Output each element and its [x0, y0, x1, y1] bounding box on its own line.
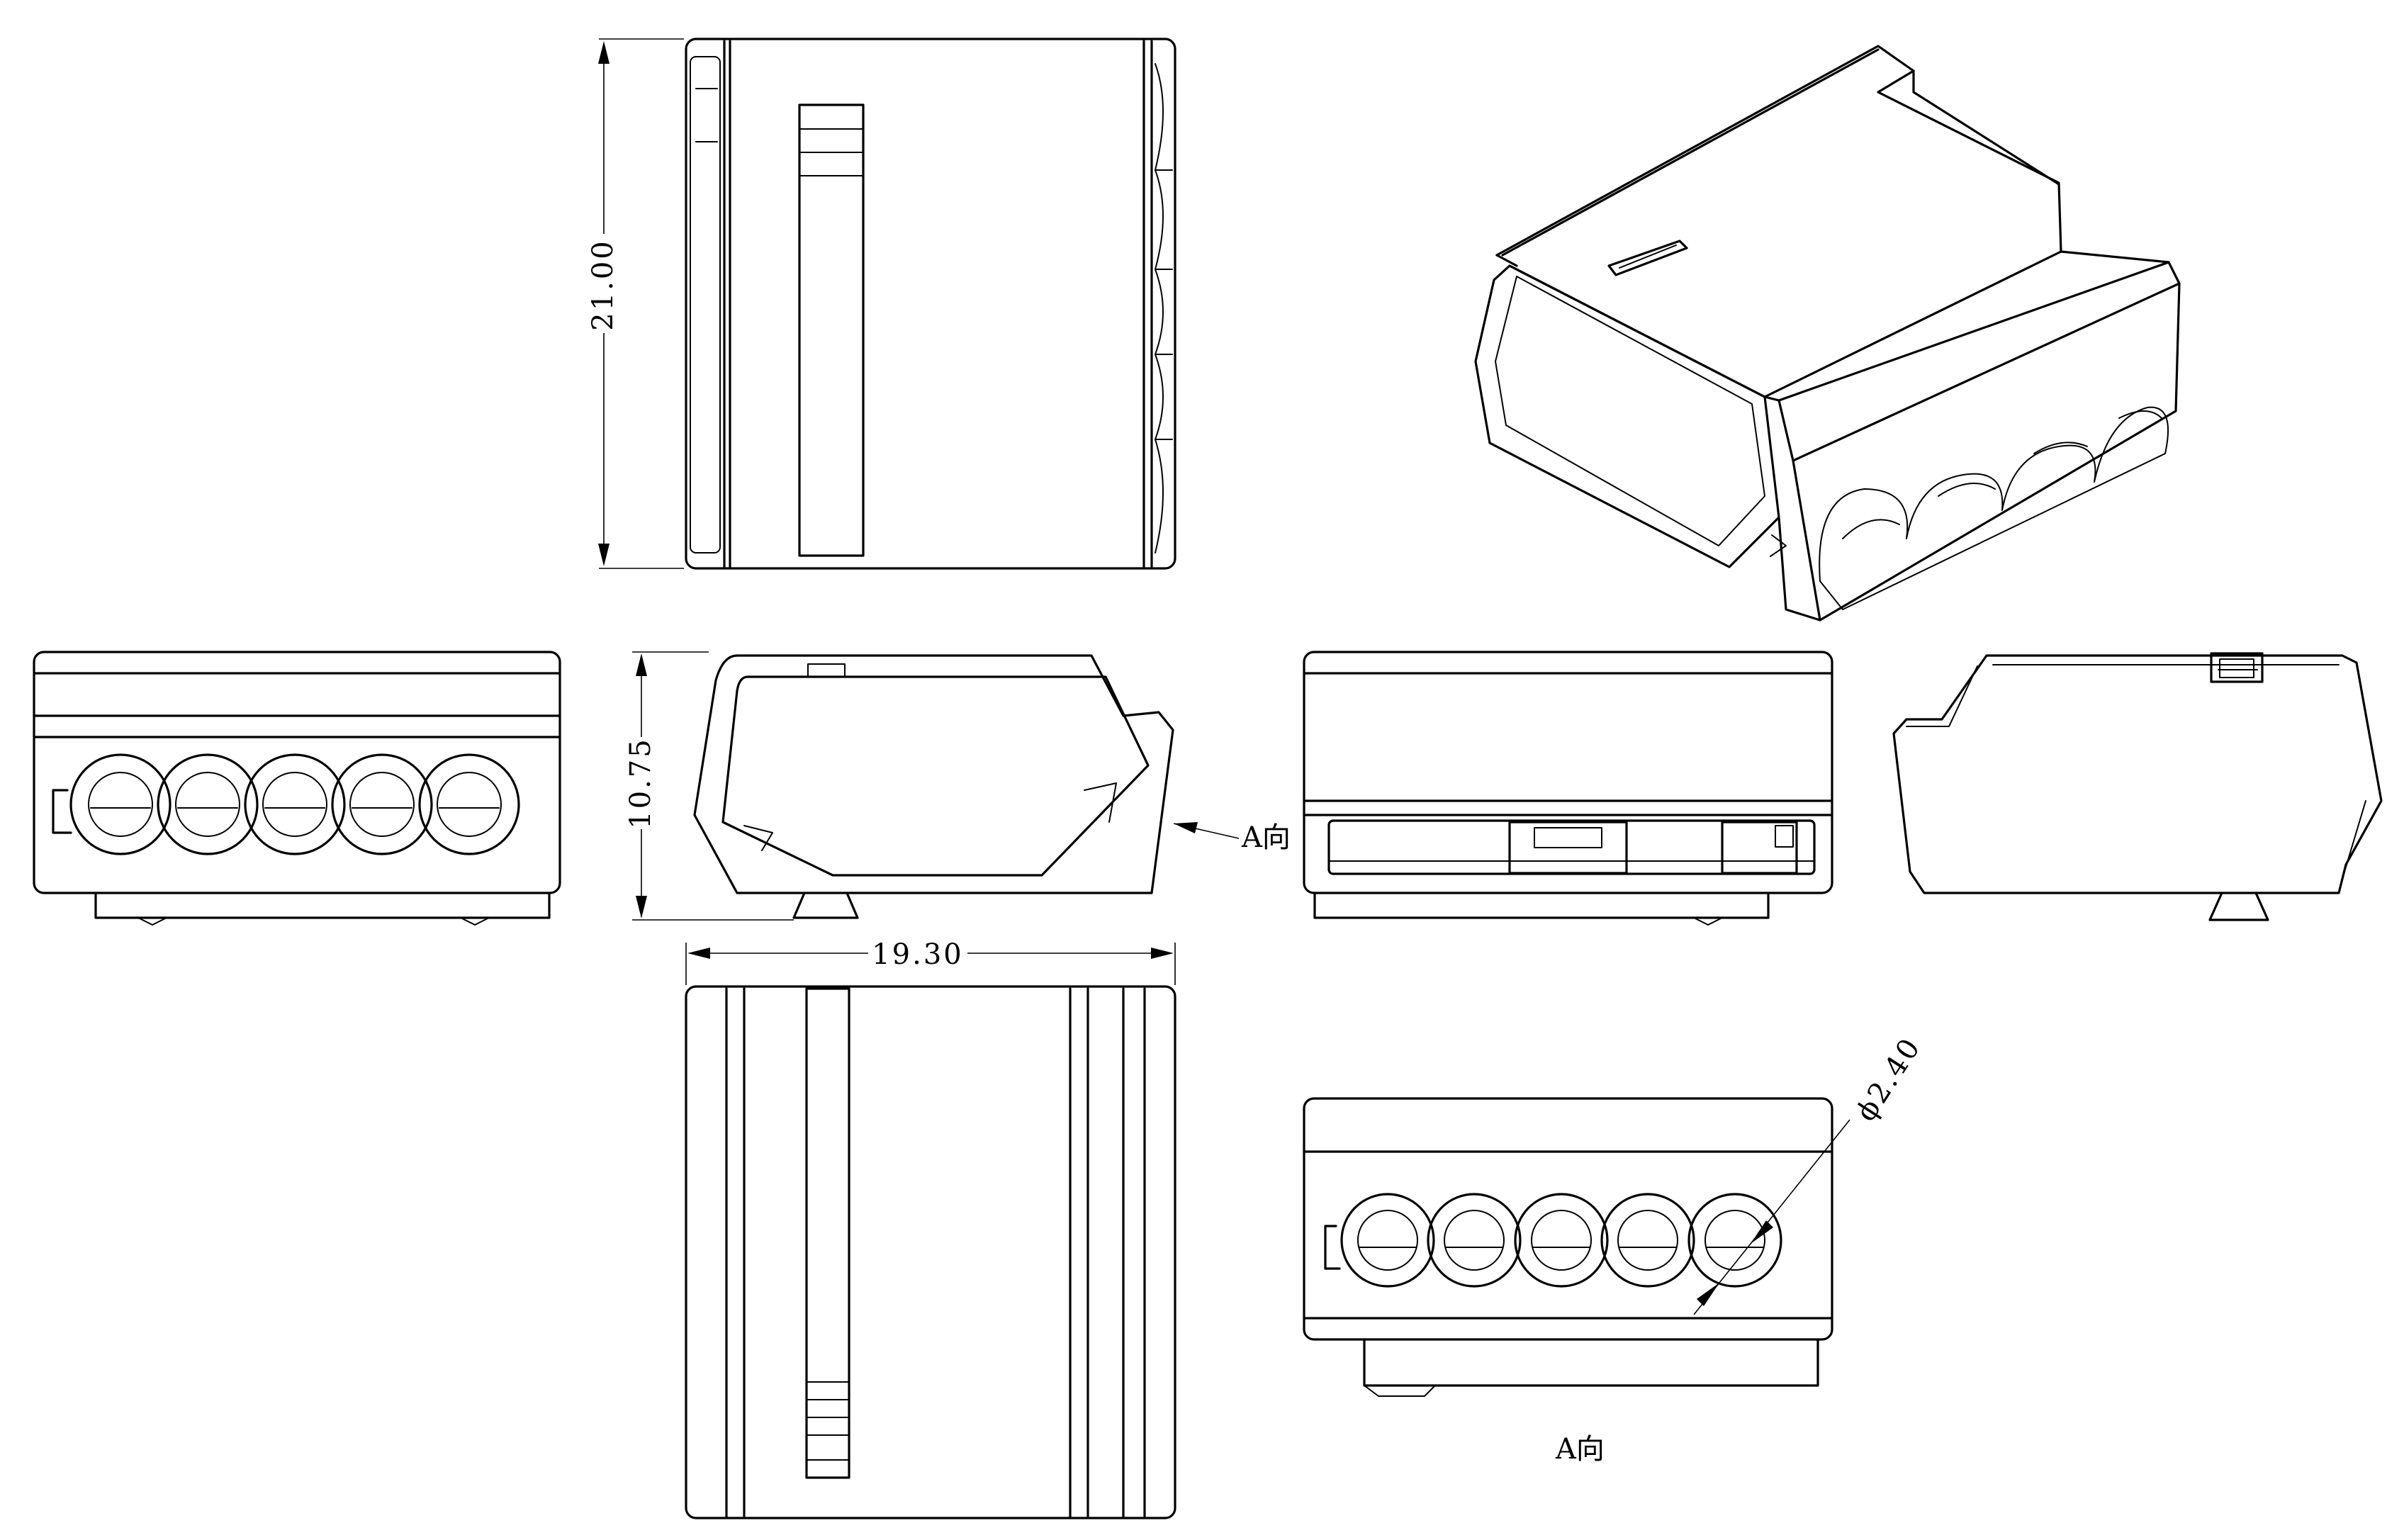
front-view-left	[33, 651, 561, 926]
dim-width-bottom-text: 19.30	[872, 938, 964, 971]
dimension-height-top: 21.00	[587, 38, 684, 569]
dimension-height-side: 10.75	[624, 651, 794, 921]
arrow-a-label: A向	[1241, 821, 1291, 854]
dimension-width-bottom: 19.30	[685, 938, 1176, 985]
view-a-holes	[1340, 1193, 1782, 1288]
dim-diameter-text: ϕ2.40	[1850, 1031, 1928, 1127]
view-a: ϕ2.40 A向	[1303, 1031, 1928, 1466]
top-view	[685, 38, 1176, 570]
bottom-view: 19.30	[685, 938, 1176, 1519]
dim-height-top-text: 21.00	[587, 239, 619, 331]
front-left-holes	[69, 753, 520, 855]
side-view-mirror	[1892, 652, 2383, 921]
view-a-label: A向	[1555, 1433, 1605, 1466]
side-view: 10.75 A向	[624, 651, 1291, 921]
isometric-view	[1474, 45, 2181, 622]
dim-height-side-text: 10.75	[624, 737, 657, 829]
rear-view	[1303, 651, 1833, 926]
